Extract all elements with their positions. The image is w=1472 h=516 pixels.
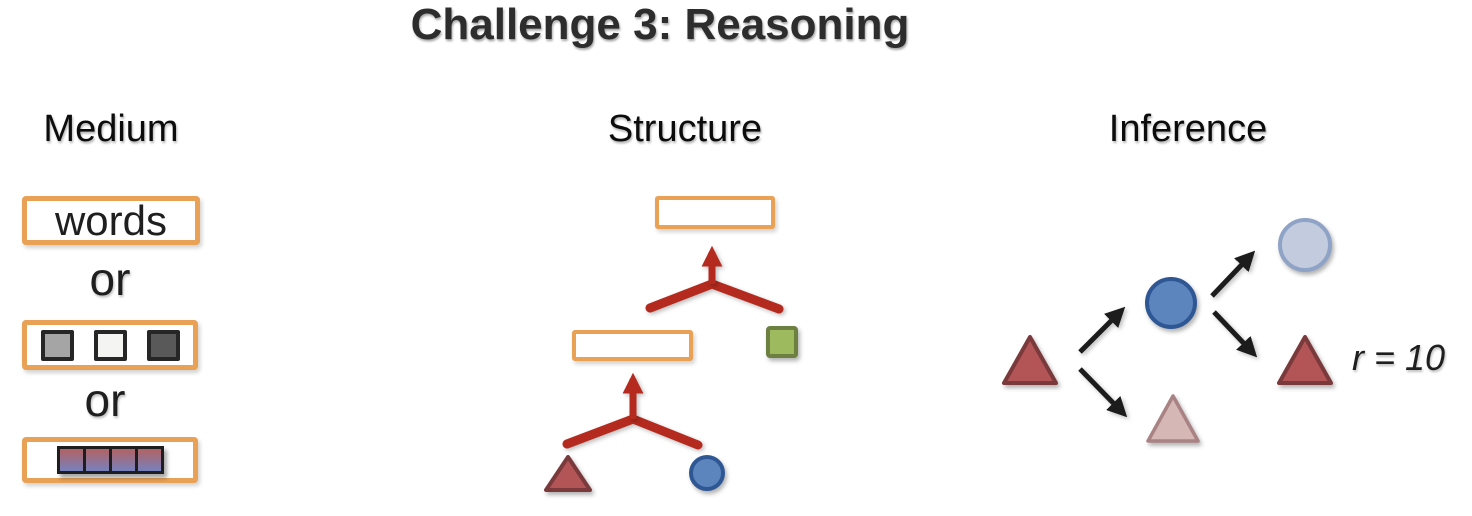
- red-triangle-leaf: [544, 455, 592, 492]
- faded-pink-triangle-node: [1146, 394, 1200, 443]
- tree-fork-upper: [645, 279, 784, 314]
- pixel-square-dark-gray: [146, 329, 180, 361]
- pixels-option-box: [22, 320, 198, 370]
- blue-circle-leaf: [689, 455, 725, 491]
- green-square-leaf: [766, 326, 798, 358]
- slide-title: Challenge 3: Reasoning: [410, 0, 910, 49]
- medium-column-header: Medium: [43, 108, 179, 150]
- target-red-triangle: [1277, 335, 1333, 385]
- or-separator-1: or: [89, 253, 131, 305]
- inference-arrow-to-red-triangle: [1212, 310, 1258, 358]
- tree-fork-lower: [562, 414, 703, 450]
- inference-arrow-to-pink-triangle: [1078, 367, 1128, 418]
- tree-root-node-box: [655, 196, 775, 229]
- vector-cell: [134, 446, 164, 474]
- words-label: words: [54, 196, 168, 244]
- vector-cell: [56, 446, 86, 474]
- faded-blue-circle-node: [1278, 218, 1332, 272]
- vector-cells-row: [56, 446, 164, 474]
- source-red-triangle: [1002, 335, 1058, 385]
- correlation-label: r = 10: [1352, 337, 1446, 378]
- blue-circle-node: [1145, 277, 1197, 329]
- or-separator-2: or: [84, 374, 126, 426]
- pixel-square-medium-gray: [40, 329, 74, 361]
- tree-child-node-box: [572, 330, 693, 361]
- vector-cell: [108, 446, 138, 474]
- words-option-box: words: [22, 196, 200, 245]
- vector-option-box: [22, 437, 198, 483]
- inference-arrow-to-lightblue-circle: [1210, 250, 1256, 298]
- inference-arrow-to-blue-circle: [1078, 306, 1126, 354]
- pixel-square-light-gray: [93, 329, 127, 361]
- structure-column-header: Structure: [607, 108, 763, 150]
- inference-column-header: Inference: [1108, 108, 1268, 150]
- vector-cell: [82, 446, 112, 474]
